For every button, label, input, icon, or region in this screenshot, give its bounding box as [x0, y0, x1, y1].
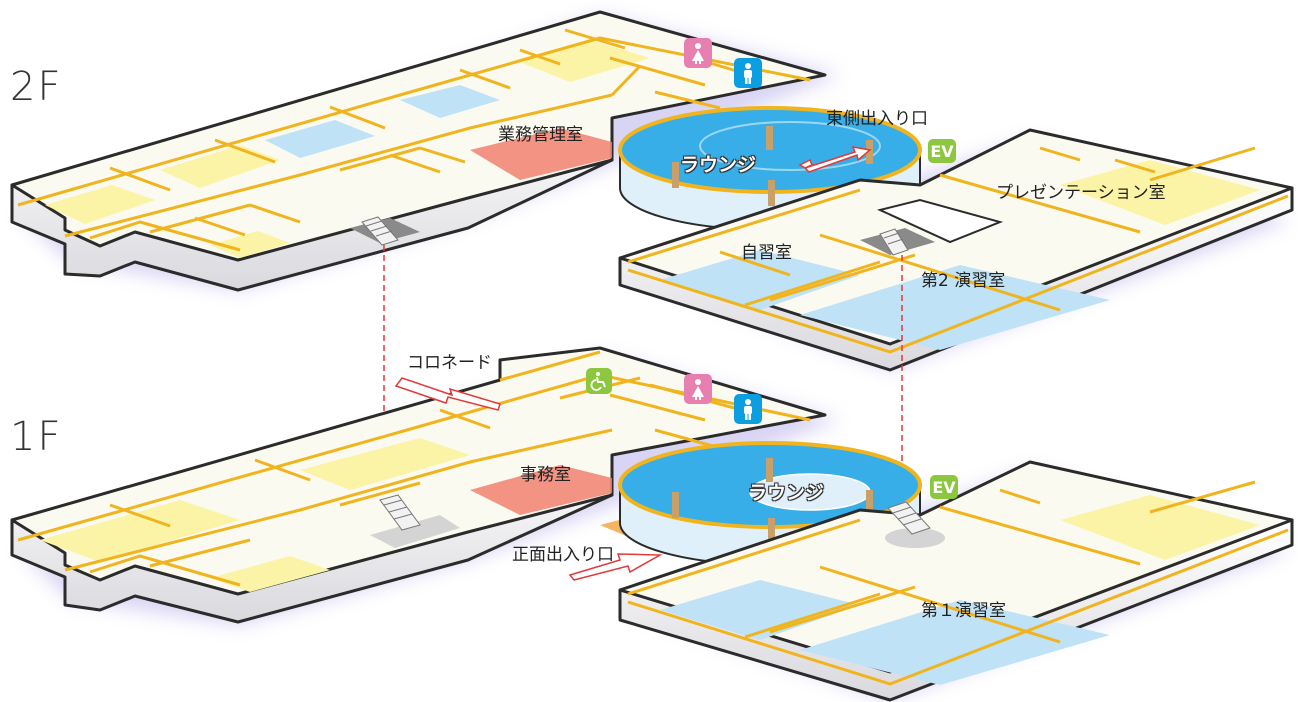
room-yellow-f [40, 500, 240, 562]
room-label-presentation: プレゼンテーション室 [996, 183, 1166, 203]
room-yellow-g [300, 438, 470, 490]
elevator-icon: EV [930, 475, 958, 499]
floor-1f-west-wing [10, 346, 827, 624]
room-blue-e [800, 600, 1110, 685]
lounge-pillar [866, 140, 873, 164]
room-label-jishu: 自習室 [741, 243, 792, 263]
wheelchair-icon [586, 368, 612, 394]
room-label-front-entrance: 正面出入り口 [512, 545, 614, 565]
room-label-ensyu1: 第１演習室 [921, 601, 1006, 621]
room-label-colonnade: コロネード [407, 353, 492, 373]
room-blue-d [800, 265, 1110, 350]
room-label-lounge-1f: ラウンジ [748, 482, 825, 504]
room-label-east-entrance: 東側出入り口 [826, 109, 928, 129]
male-toilet-icon [734, 58, 762, 88]
room-red-jimu [470, 465, 612, 515]
room-yellow-b [160, 145, 280, 188]
room-yellow-h [210, 556, 330, 592]
floor-label-2f: 2F [10, 64, 63, 110]
lounge-pillar [768, 518, 775, 544]
double-arrow-icon [798, 146, 872, 173]
room-yellow-a [45, 185, 155, 224]
lounge-pillar [766, 126, 773, 150]
east-wing-walls [627, 146, 1289, 354]
lounge-pillar [768, 180, 775, 206]
floor-1f-east-wing [618, 460, 1294, 702]
room-blue-b [400, 85, 500, 118]
room-yellow-i [1060, 495, 1260, 560]
floor-1f [10, 346, 1294, 702]
void-opening [876, 198, 1004, 244]
floor-2f-east-wing [618, 128, 1294, 372]
female-toilet-icon [684, 374, 712, 404]
room-label-gyomu-kanri: 業務管理室 [498, 125, 583, 145]
room-blue-a [265, 120, 375, 158]
stairs-icon [350, 216, 420, 246]
stairs-icon [885, 501, 945, 548]
room-yellow-d [515, 40, 650, 82]
female-toilet-icon [684, 38, 712, 68]
room-label-ensyu2: 第2 演習室 [921, 271, 1006, 291]
double-arrow-icon [568, 553, 663, 581]
stairs-icon [370, 494, 460, 548]
room-red-office [470, 128, 612, 180]
room-label-jimu: 事務室 [520, 465, 571, 485]
male-toilet-icon [734, 394, 762, 424]
room-yellow-c [210, 231, 290, 258]
floor-label-1f: 1F [10, 414, 63, 460]
floor-2f [10, 10, 1294, 372]
lounge-pillar [672, 492, 679, 518]
lounge-pillar [672, 162, 679, 188]
double-arrow-icon [394, 377, 501, 411]
elevator-icon: EV [928, 139, 956, 163]
east-wing-walls [627, 480, 1289, 686]
lounge-pillar [866, 490, 873, 514]
room-blue-f [660, 580, 860, 640]
lounge-pillar [766, 458, 773, 482]
stairs-icon [860, 228, 935, 256]
room-label-lounge-2f: ラウンジ [680, 154, 757, 176]
lounge-inner [699, 121, 881, 171]
room-yellow-e [1060, 160, 1260, 225]
